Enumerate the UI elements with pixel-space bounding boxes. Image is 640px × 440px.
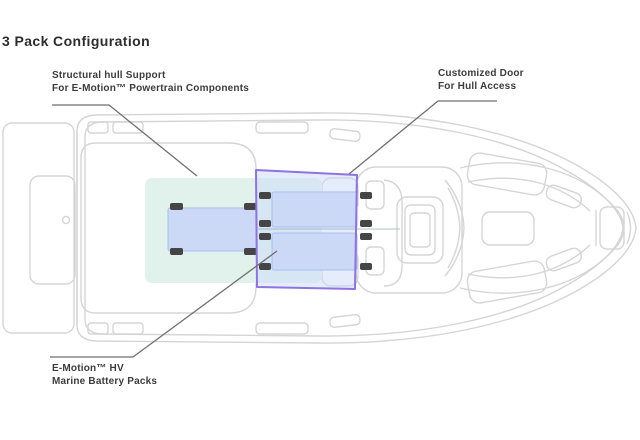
label-access-door-line1: Customized Door [438, 68, 524, 79]
label-access-door-line2: For Hull Access [438, 81, 517, 92]
label-battery-packs: E-Motion™ HV Marine Battery Packs [52, 362, 157, 388]
battery-pack-2 [271, 191, 358, 228]
pack-mount-feet [170, 192, 372, 270]
label-structural-support-line2: For E-Motion™ Powertrain Components [52, 83, 249, 94]
stern-platform [2, 122, 76, 334]
deck-hatches [87, 121, 361, 335]
console [396, 196, 444, 264]
windshield [444, 179, 465, 277]
bow-center-pad [481, 211, 535, 246]
hull-outline [2, 112, 637, 344]
battery-pack-1 [167, 207, 258, 252]
drain-fitting [61, 215, 71, 225]
anchor-locker [599, 206, 625, 250]
leader-structural-support [52, 104, 198, 177]
bow-deck [459, 152, 632, 304]
label-battery-packs-line2: Marine Battery Packs [52, 376, 158, 387]
label-access-door: Customized Door For Hull Access [438, 67, 524, 93]
battery-packs [167, 191, 358, 271]
battery-pack-3 [271, 232, 358, 271]
outboard-pod [29, 175, 76, 285]
bow-seat-starboard [466, 260, 548, 304]
leaning-post [383, 179, 403, 287]
diagram-title: 3 Pack Configuration [2, 33, 151, 49]
hull-outer-line [76, 112, 637, 344]
bow-seat-port [466, 152, 548, 196]
label-battery-packs-line1: E-Motion™ HV [52, 363, 124, 374]
helm-station [355, 166, 465, 294]
cockpit-floor [80, 142, 257, 314]
hull-sheer-line [84, 119, 624, 337]
label-structural-support: Structural hull Support For E-Motion™ Po… [52, 69, 249, 95]
leader-access-door [348, 100, 497, 175]
leader-battery-packs [50, 250, 278, 358]
label-structural-support-line1: Structural hull Support [52, 70, 166, 81]
access-door-region-outline [255, 169, 358, 290]
leader-lines [50, 100, 497, 358]
